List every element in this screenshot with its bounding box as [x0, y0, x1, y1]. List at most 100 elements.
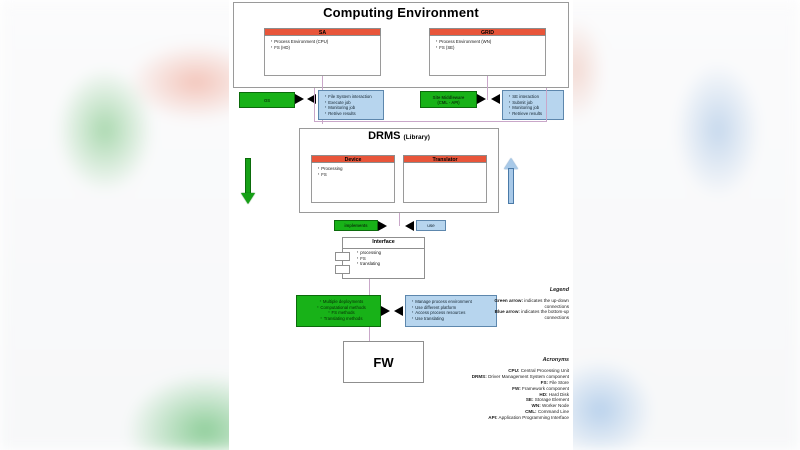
fw-label: FW [373, 354, 394, 370]
interface-title-rule [342, 248, 425, 249]
connector-grid-down [487, 76, 488, 100]
list-item: FS [318, 172, 394, 178]
acronym-value: Hard Disk [548, 391, 569, 397]
acronym-entry: FW: Framework component [469, 386, 569, 392]
arrow-os-to-sa-ops [295, 94, 304, 104]
acronym-value: File Store [549, 379, 569, 385]
connector-bracket-bottom [314, 121, 547, 122]
use-tag: use [416, 220, 446, 231]
node-device-title: Device [311, 155, 395, 163]
acronyms-heading: Acronyms [542, 357, 569, 363]
list-item: Manage process environment [412, 299, 496, 305]
acronym-value: Driver Management System component [488, 373, 569, 379]
legend-green-term: Green arrow: [494, 297, 524, 303]
list-item: FS methods [303, 310, 380, 316]
list-item: Monitoring job [509, 105, 563, 111]
arrow-implements-detail [381, 306, 390, 316]
node-site-middleware-sublabel: (CML - API) [437, 99, 460, 105]
node-sa: SA Process Environment (CPU) FS (HD) [264, 28, 381, 76]
blue-bottomup-arrow-head [504, 158, 518, 169]
diagram-title: Computing Environment [323, 5, 479, 20]
fw-box: FW [343, 341, 424, 383]
node-sa-title: SA [264, 28, 381, 36]
list-item: Multiple deployments [303, 299, 380, 305]
node-grid-body: Process Environment (WN) FS (SE) [429, 36, 546, 76]
node-os: OS [239, 92, 295, 108]
implements-label: implements [344, 223, 368, 228]
node-sa-body: Process Environment (CPU) FS (HD) [264, 36, 381, 76]
implements-detail-box: Multiple deployments Computational metho… [296, 295, 381, 327]
legend-heading: Legend [549, 287, 569, 293]
arrow-into-sa-ops [307, 94, 316, 104]
list-item: Access process resources [412, 310, 496, 316]
node-grid-title: GRID [429, 28, 546, 36]
list-item: Computational methods [303, 305, 380, 311]
acronym-entry: WN: Worker Node [469, 403, 569, 409]
list-item: processing [357, 250, 381, 256]
green-updown-arrow-head [241, 193, 255, 204]
acronym-key: FW: [512, 385, 521, 391]
list-item: Process Environment (CPU) [271, 39, 380, 45]
list-item: Monitoring job [325, 105, 383, 111]
legend-green-entry: Green arrow: indicates the up-down conne… [481, 298, 569, 310]
acronym-value: Storage Element [534, 397, 569, 403]
node-grid-items: Process Environment (WN) FS (SE) [430, 36, 545, 50]
list-item: translating [357, 261, 381, 267]
arrow-use-detail [394, 306, 403, 316]
node-os-label: OS [263, 97, 271, 103]
acronyms: Acronyms CPU: Central Processing Unit DR… [469, 357, 569, 421]
acronym-value: Command Line [537, 409, 569, 415]
arrow-use [405, 221, 414, 231]
node-translator-body [403, 163, 487, 203]
list-item: Execute job [325, 100, 383, 106]
grid-operations-items: SE interaction Submit job Monitoring job… [503, 91, 563, 116]
acronym-value: Worker Node [542, 403, 569, 409]
list-item: Retrieve results [509, 111, 563, 117]
use-detail-box: Manage process environment Use different… [405, 295, 497, 327]
node-site-middleware-label: Site Middleware [432, 94, 465, 100]
acronym-entry: CPU: Central Processing Unit [469, 368, 569, 374]
legend-blue-term: Blue arrow: [494, 309, 520, 315]
legend-green-text: indicates the up-down connections [524, 297, 569, 309]
interface-title: Interface [372, 239, 395, 245]
acronym-entry: CML: Command Line [469, 409, 569, 415]
grid-operations-box: SE interaction Submit job Monitoring job… [502, 90, 564, 120]
drms-title: DRMS (Library) [299, 130, 499, 142]
acronym-value: Application Programming Interface [498, 415, 569, 421]
blue-bottomup-arrow-stem [508, 168, 514, 204]
connector-interface-down [369, 279, 370, 300]
acronym-entry: HD: Hard Disk [469, 392, 569, 398]
list-item: SE interaction [509, 94, 563, 100]
list-item: FS [357, 256, 381, 262]
acronym-key: WN: [531, 403, 541, 409]
interface-stub-upper [335, 252, 350, 261]
list-item: Use translating [412, 316, 496, 322]
use-detail-items: Manage process environment Use different… [406, 296, 496, 321]
arrow-into-grid-ops [491, 94, 500, 104]
legend: Legend Green arrow: indicates the up-dow… [481, 287, 569, 321]
sa-operations-items: File System interaction Execute job Moni… [319, 91, 383, 116]
legend-blue-entry: Blue arrow: indicates the bottom-up conn… [481, 309, 569, 321]
drms-title-text: DRMS [368, 130, 401, 142]
acronym-entry: API: Application Programming Interface [469, 415, 569, 421]
use-label: use [427, 223, 435, 228]
drms-title-suffix: (Library) [403, 134, 430, 141]
list-item: Retrive results [325, 111, 383, 117]
acronym-key: HD: [539, 391, 548, 397]
node-grid: GRID Process Environment (WN) FS (SE) [429, 28, 546, 76]
list-item: Submit job [509, 100, 563, 106]
connector-to-fw [369, 327, 370, 343]
list-item: Translating methods [303, 316, 380, 322]
interface-box [342, 237, 425, 279]
legend-blue-text: indicates the bottom-up connections [521, 309, 569, 321]
sa-operations-box: File System interaction Execute job Moni… [318, 90, 384, 120]
acronym-key: CPU: [508, 367, 520, 373]
acronym-entry: FS: File Store [469, 380, 569, 386]
interface-items: processing FS translating [357, 250, 381, 267]
node-device-body: Processing FS [311, 163, 395, 203]
green-updown-arrow-stem [245, 158, 251, 194]
list-item: Processing [318, 166, 394, 172]
node-device: Device Processing FS [311, 155, 395, 203]
connector-drms-down [399, 213, 400, 226]
arrow-implements [378, 221, 387, 231]
